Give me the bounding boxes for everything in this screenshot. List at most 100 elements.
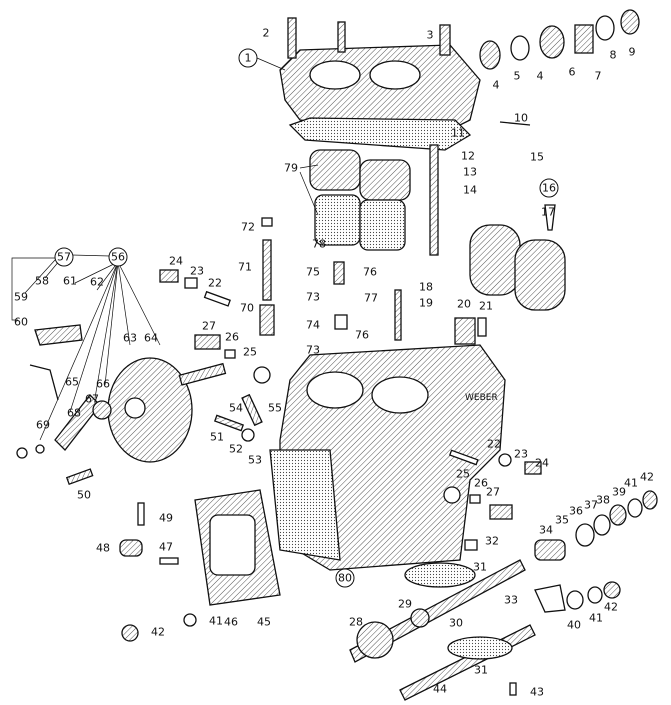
part-callout-45: 45: [257, 615, 271, 629]
part-callout-25: 25: [456, 467, 470, 481]
part-callout-28: 28: [349, 615, 363, 629]
part-callout-69: 69: [36, 418, 50, 432]
part-callout-60: 60: [14, 315, 28, 329]
part-callout-42: 42: [604, 600, 618, 614]
weber-marking: WEBER: [465, 393, 498, 403]
part-callout-19: 19: [419, 296, 433, 310]
part-callout-39: 39: [612, 485, 626, 499]
part-callout-27: 27: [486, 485, 500, 499]
part-callout-55: 55: [268, 401, 282, 415]
part-callout-68: 68: [67, 406, 81, 420]
part-callout-4: 4: [492, 78, 500, 92]
part-callout-41: 41: [624, 476, 638, 490]
part-callout-16: 16: [539, 178, 559, 198]
part-callout-73: 73: [306, 343, 320, 357]
part-callout-15: 15: [530, 150, 544, 164]
part-callout-18: 18: [419, 280, 433, 294]
screws: [65, 269, 542, 696]
part-callout-31: 31: [473, 560, 487, 574]
part-callout-9: 9: [628, 45, 636, 59]
part-callout-46: 46: [224, 615, 238, 629]
part-callout-13: 13: [463, 165, 477, 179]
part-callout-73: 73: [306, 290, 320, 304]
part-callout-65: 65: [65, 375, 79, 389]
carburetor-cover: [279, 17, 481, 136]
part-callout-21: 21: [479, 299, 493, 313]
part-callout-2: 2: [262, 26, 270, 40]
part-callout-58: 58: [35, 274, 49, 288]
part-callout-31: 31: [474, 663, 488, 677]
part-callout-47: 47: [159, 540, 173, 554]
part-callout-54: 54: [229, 401, 243, 415]
part-callout-32: 32: [485, 534, 499, 548]
part-callout-61: 61: [63, 274, 77, 288]
part-callout-36: 36: [569, 504, 583, 518]
part-callout-41: 41: [209, 614, 223, 628]
part-callout-25: 25: [243, 345, 257, 359]
part-callout-43: 43: [530, 685, 544, 699]
part-callout-7: 7: [594, 69, 602, 83]
float: [429, 144, 566, 311]
part-callout-53: 53: [248, 453, 262, 467]
part-callout-70: 70: [240, 301, 254, 315]
part-callout-77: 77: [364, 291, 378, 305]
part-callout-30: 30: [449, 616, 463, 630]
part-callout-51: 51: [210, 430, 224, 444]
part-callout-48: 48: [96, 541, 110, 555]
part-callout-44: 44: [433, 682, 447, 696]
part-callout-66: 66: [96, 377, 110, 391]
throttle-shafts: [349, 539, 566, 701]
part-callout-17: 17: [541, 205, 555, 219]
part-callout-76: 76: [363, 265, 377, 279]
part-callout-26: 26: [474, 476, 488, 490]
venturis: [309, 149, 411, 251]
part-callout-27: 27: [202, 319, 216, 333]
part-callout-42: 42: [151, 625, 165, 639]
part-callout-56: 56: [108, 247, 128, 267]
part-callout-6: 6: [568, 65, 576, 79]
part-callout-35: 35: [555, 513, 569, 527]
part-callout-26: 26: [225, 330, 239, 344]
part-callout-11: 11: [451, 126, 465, 140]
part-callout-24: 24: [169, 254, 183, 268]
part-callout-20: 20: [457, 297, 471, 311]
part-callout-38: 38: [596, 493, 610, 507]
part-callout-23: 23: [190, 264, 204, 278]
part-callout-22: 22: [487, 437, 501, 451]
part-callout-24: 24: [535, 456, 549, 470]
part-callout-67: 67: [85, 392, 99, 406]
shaft-washers: [534, 490, 658, 613]
part-callout-14: 14: [463, 183, 477, 197]
part-callout-10: 10: [514, 111, 528, 125]
carburetor-body: WEBER: [269, 344, 506, 571]
part-callout-71: 71: [238, 260, 252, 274]
part-callout-34: 34: [539, 523, 553, 537]
part-callout-22: 22: [208, 276, 222, 290]
pump-cover: [107, 357, 227, 463]
part-callout-80: 80: [335, 568, 355, 588]
part-callout-3: 3: [426, 28, 434, 42]
jets: [259, 217, 487, 345]
part-callout-64: 64: [144, 331, 158, 345]
levers: [16, 324, 112, 459]
part-callout-29: 29: [398, 597, 412, 611]
part-callout-76: 76: [355, 328, 369, 342]
part-callout-59: 59: [14, 290, 28, 304]
part-callout-79: 79: [284, 161, 298, 175]
part-callout-37: 37: [584, 498, 598, 512]
part-callout-49: 49: [159, 511, 173, 525]
cover-gasket: [288, 117, 472, 151]
part-callout-23: 23: [514, 447, 528, 461]
part-callout-52: 52: [229, 442, 243, 456]
part-callout-63: 63: [123, 331, 137, 345]
part-callout-72: 72: [241, 220, 255, 234]
part-callout-50: 50: [77, 488, 91, 502]
part-callout-1: 1: [238, 48, 258, 68]
part-callout-40: 40: [567, 618, 581, 632]
fuel-inlet-fittings: [479, 9, 640, 126]
part-callout-62: 62: [90, 275, 104, 289]
part-callout-42: 42: [640, 470, 654, 484]
float-bowl-cover: [194, 489, 281, 606]
